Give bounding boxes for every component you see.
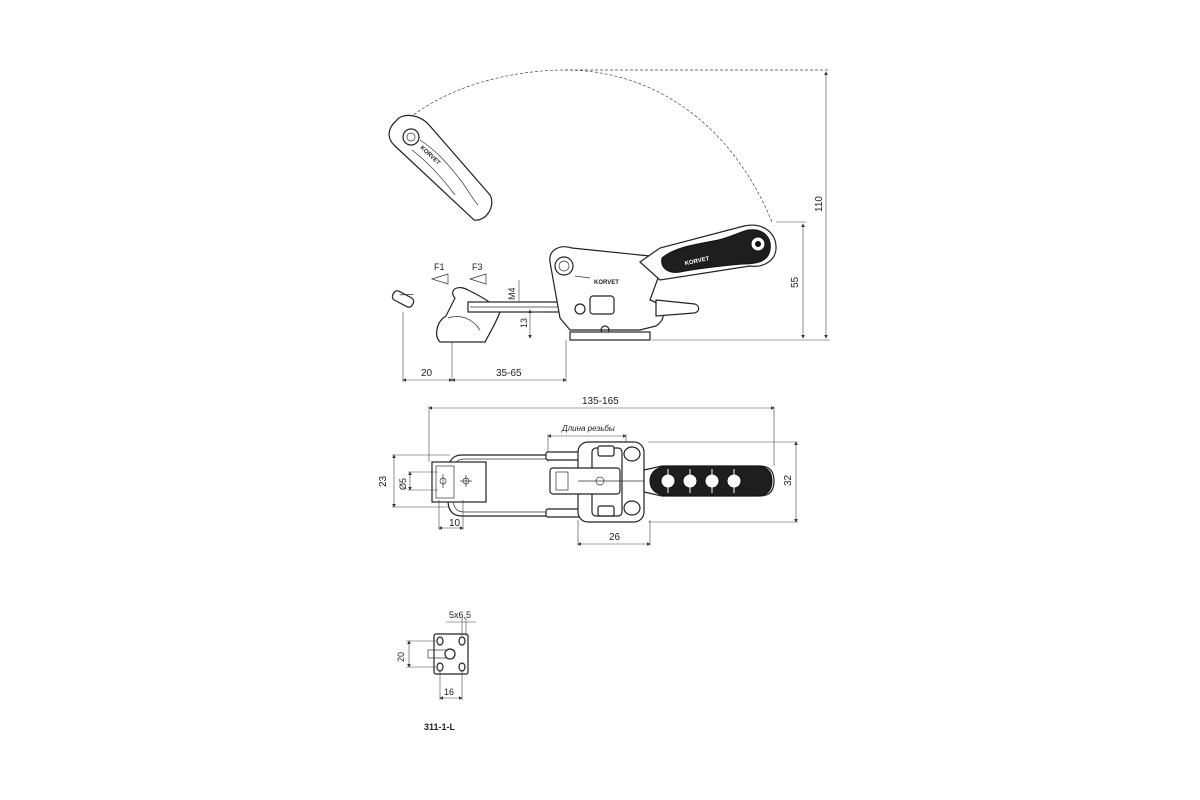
dim-base-height: 20 — [396, 652, 406, 662]
handle-swing-arc — [401, 69, 773, 223]
dim-total-height: 110 — [814, 196, 825, 212]
dim-handle-height: 55 — [790, 276, 801, 288]
clamp-body: KORVET — [549, 246, 700, 341]
rail-bottom-end — [545, 508, 583, 518]
dim-hook-width: 23 — [378, 475, 389, 487]
hook-block — [431, 461, 487, 503]
handle-grip-logo: KORVET — [684, 256, 710, 267]
model-label: 311-1-L — [424, 722, 456, 732]
dim-thread-m4: M4 — [507, 287, 517, 300]
force-f1-arrow — [430, 273, 449, 285]
dim-overall-length: 135-165 — [582, 396, 619, 407]
dim-slot: 5x6,5 — [449, 610, 471, 620]
dim-base-width: 16 — [444, 687, 454, 697]
raised-handle: KORVET — [388, 114, 493, 221]
closed-handle: KORVET — [639, 224, 777, 281]
force-f3-arrow — [468, 273, 487, 285]
force-markers: F1 F3 — [430, 262, 487, 285]
rail-top-end — [545, 451, 583, 461]
dim-stroke-range: 35-65 — [496, 368, 522, 379]
body-logo: KORVET — [594, 280, 619, 286]
force-f1-label: F1 — [434, 262, 445, 272]
dim-hook-offset: 10 — [449, 518, 461, 529]
latch-tongue — [655, 299, 700, 317]
pivot-bolt — [554, 256, 574, 276]
base-plate — [569, 331, 651, 341]
base-plate-view: 5x6,5 20 16 311-1-L — [396, 610, 476, 732]
dim-tip-length: 20 — [421, 368, 433, 379]
spindle-tip — [391, 290, 415, 308]
handle-grip-top — [643, 465, 775, 497]
side-view: KORVET F1 F3 — [388, 69, 830, 382]
dim-bracket-length: 26 — [609, 532, 621, 543]
dim-bar-height: 13 — [519, 318, 529, 328]
draw-bar — [467, 301, 569, 313]
force-f3-label: F3 — [472, 262, 483, 272]
dim-body-width: 32 — [783, 474, 794, 486]
hook-catch — [436, 286, 501, 343]
thread-length-label: Длина резьбы — [561, 424, 615, 433]
body-top — [549, 441, 645, 523]
top-view: 135-165 Длина резьбы — [378, 396, 798, 546]
dim-hole-diameter: Ø5 — [398, 478, 408, 490]
